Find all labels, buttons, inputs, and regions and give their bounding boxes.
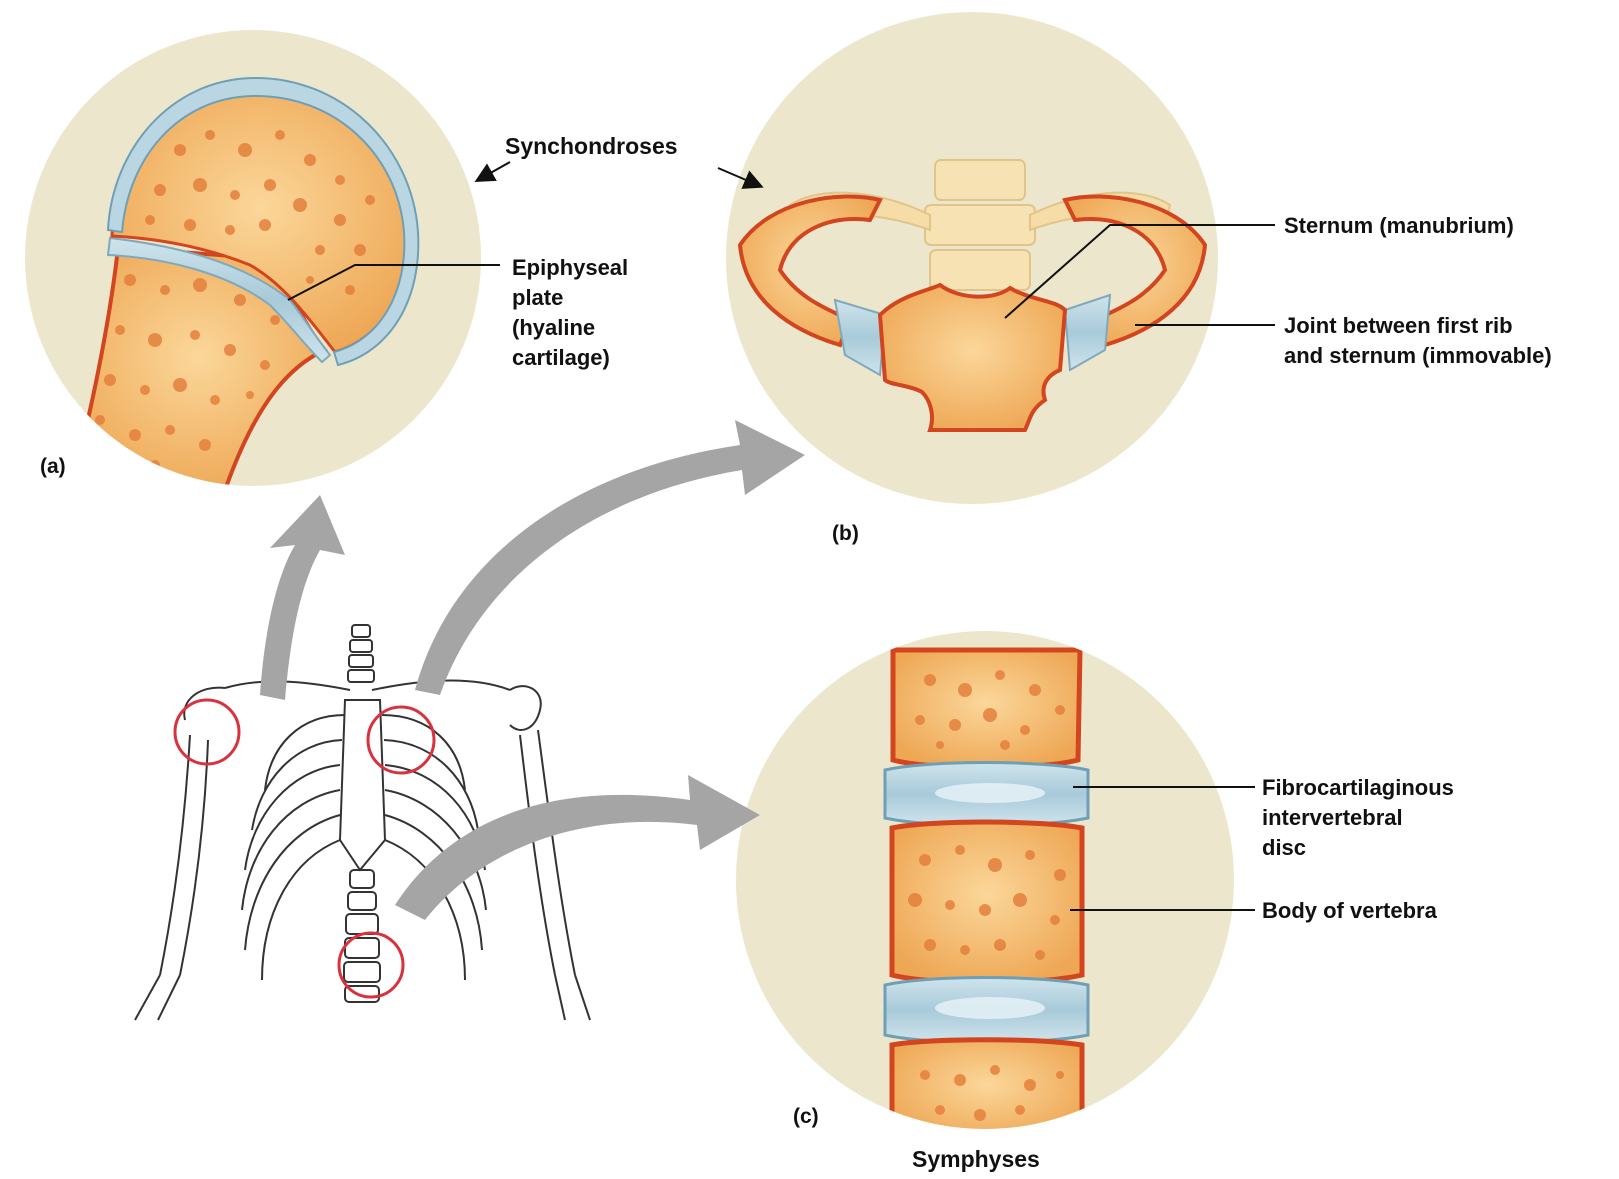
label-sternum: Sternum (manubrium) xyxy=(1284,212,1514,240)
heading-arrow-left xyxy=(478,162,510,180)
panel-label-c: (c) xyxy=(793,1105,819,1129)
synchondroses-heading: Synchondroses xyxy=(505,132,678,160)
label-epiphyseal-line4: cartilage) xyxy=(512,344,610,372)
arrow-to-panel-a xyxy=(260,495,345,700)
panel-label-b: (b) xyxy=(832,522,859,546)
label-epiphyseal-line2: plate xyxy=(512,284,563,312)
symphyses-heading: Symphyses xyxy=(912,1145,1040,1173)
label-epiphyseal-line3: (hyaline xyxy=(512,314,595,342)
vertebral-body-top xyxy=(893,650,1080,768)
label-disc-line2: intervertebral xyxy=(1262,804,1403,832)
panel-c-vertebrae-illustration xyxy=(736,631,1234,1140)
label-disc-line1: Fibrocartilaginous xyxy=(1262,774,1454,802)
panel-a-humerus-illustration xyxy=(25,30,481,490)
vertebral-body-bottom xyxy=(892,1040,1082,1140)
arrow-to-panel-b xyxy=(415,420,805,695)
label-rib-joint-line2: and sternum (immovable) xyxy=(1284,342,1552,370)
label-disc-line3: disc xyxy=(1262,834,1306,862)
panel-b-sternum-illustration xyxy=(726,12,1218,504)
label-vertebra-body: Body of vertebra xyxy=(1262,897,1437,925)
panel-label-a: (a) xyxy=(40,455,66,479)
highlight-ring-vertebra xyxy=(339,933,403,997)
label-rib-joint-line1: Joint between first rib xyxy=(1284,312,1513,340)
label-epiphyseal-line1: Epiphyseal xyxy=(512,254,628,282)
